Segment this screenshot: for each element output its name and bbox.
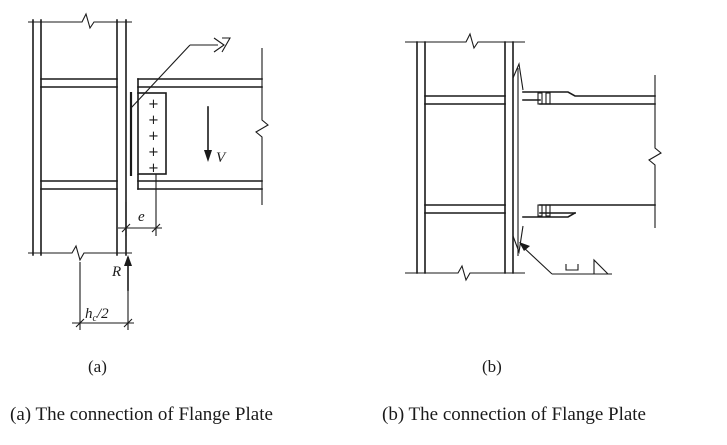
bolt-mark: +	[148, 97, 159, 112]
shear-label: V	[216, 150, 227, 166]
diagram-b: (b)	[405, 32, 662, 376]
panel-label-a: (a)	[88, 357, 107, 376]
diagram-b-beam	[522, 75, 662, 228]
diagram-a-column	[28, 12, 132, 262]
diagram-a-weld-symbol	[130, 37, 231, 109]
diagram-b-weld-symbol	[519, 242, 612, 275]
diagram-a-reaction-force: R	[111, 255, 132, 291]
caption-a: (a) The connection of Flange Plate	[10, 404, 273, 425]
bolt-mark: +	[148, 161, 159, 176]
bolt-mark: +	[148, 129, 159, 144]
caption-b: (b) The connection of Flange Plate	[382, 404, 646, 425]
column-depth-label: hc/2	[85, 306, 109, 324]
diagram-a-column-depth-dimension: hc/2	[72, 262, 134, 330]
panel-label-b: (b)	[482, 357, 502, 376]
diagram-a: + + + + + V e	[28, 12, 269, 376]
bolt-mark: +	[148, 113, 159, 128]
reaction-label: R	[111, 264, 121, 280]
diagram-a-shear-force: V	[204, 106, 227, 166]
diagram-a-eccentricity-dimension: e	[118, 174, 162, 236]
diagram-b-column	[405, 32, 525, 282]
bolt-mark: +	[148, 145, 159, 160]
diagram-a-beam	[137, 48, 269, 205]
diagram-a-shear-plate: + + + + +	[129, 92, 167, 176]
eccentricity-label: e	[138, 209, 145, 225]
